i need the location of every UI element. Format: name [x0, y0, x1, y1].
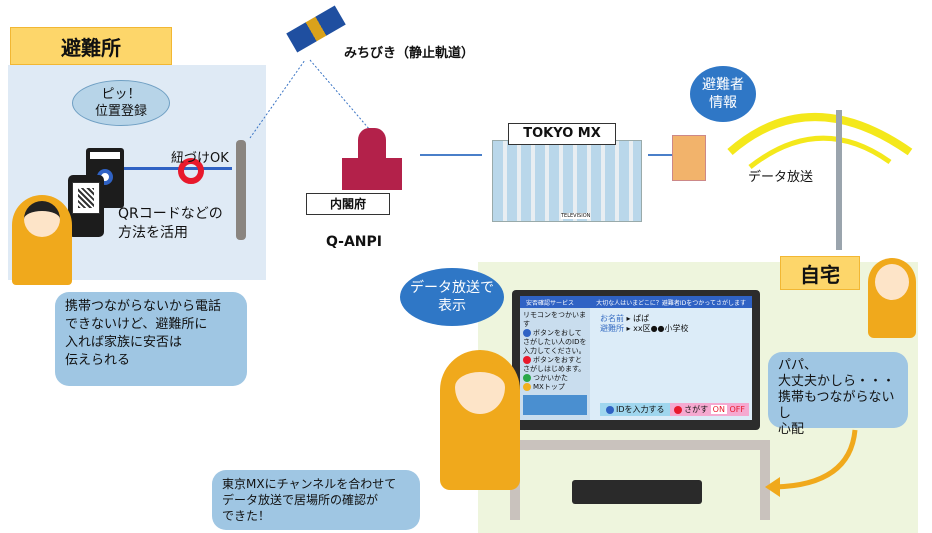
- cabinet-office-icon: [342, 128, 402, 190]
- shelter-value: xx区●●小学校: [633, 324, 689, 333]
- smartphone-qr-icon: [68, 175, 104, 237]
- documents-icon: [672, 135, 706, 181]
- name-value: ぱぱ: [633, 314, 650, 323]
- note-line: 入れば家族に安否は: [65, 335, 183, 350]
- tokyo-mx-building-icon: TELEVISION: [492, 140, 642, 222]
- satellite-label: みちびき（静止軌道）: [344, 46, 475, 61]
- off-toggle[interactable]: OFF: [729, 405, 746, 414]
- confirm-line: 東京MXにチャンネルを合わせて: [222, 477, 397, 491]
- arrow-to-tv: [765, 429, 858, 497]
- blue-button-icon: [523, 329, 531, 337]
- broadcast-wave-icon: [727, 113, 913, 169]
- shelter-label: 避難所: [600, 324, 624, 333]
- service-subtitle: 大切な人はいまどこに？避難者IDをつかってさがします: [596, 299, 746, 307]
- worried-woman-icon: [868, 258, 916, 338]
- search-button[interactable]: さがす ON OFF: [670, 403, 749, 416]
- station-label: TOKYO MX: [508, 123, 616, 145]
- worry-line: 大丈夫かしら・・・: [778, 374, 896, 389]
- broadcast-label: データ放送: [748, 170, 814, 185]
- info-line: 避難者: [702, 77, 744, 93]
- worry-bubble: パパ、大丈夫かしら・・・携帯もつながらないし心配: [768, 352, 908, 437]
- search-label: さがす: [684, 405, 709, 414]
- mx-top-link[interactable]: MXトップ: [533, 383, 565, 391]
- confirm-line: できた！: [222, 509, 271, 523]
- link-ok-label: 紐づけOK: [171, 151, 229, 166]
- tokyo-skytree-icon: [836, 110, 842, 250]
- name-label: お名前: [600, 314, 624, 323]
- info-line: 情報: [709, 95, 737, 111]
- remote-guide: リモコンをつかいます ボタンをおしてさがしたい人のIDを入力してください。 ボタ…: [520, 308, 590, 420]
- method-line: 方法を活用: [118, 225, 188, 241]
- map-thumbnail: [523, 395, 587, 415]
- satellite-links: [249, 59, 371, 139]
- antenna-pole-icon: [236, 140, 246, 240]
- ok-circle-icon: [178, 158, 204, 184]
- satellite-icon: [286, 5, 346, 53]
- service-title: 安否確認サービス: [526, 299, 575, 307]
- tv-screen: 安否確認サービス 大切な人はいまどこに？避難者IDをつかってさがします リモコンを…: [520, 296, 752, 420]
- television: 安否確認サービス 大切な人はいまどこに？避難者IDをつかってさがします リモコンを…: [512, 290, 760, 430]
- worry-line: パパ、: [778, 358, 818, 373]
- red-hint: ボタンをおすとさがしはじめます。: [523, 356, 586, 373]
- arrow-to-station: [420, 154, 482, 156]
- enter-id-button[interactable]: IDを入力する: [600, 403, 671, 416]
- bubble-line: 位置登録: [94, 104, 147, 119]
- display-bubble: データ放送で表示: [400, 268, 504, 326]
- on-toggle[interactable]: ON: [710, 405, 727, 414]
- building-sign: TELEVISION: [561, 213, 591, 219]
- id-button-label: IDを入力する: [616, 405, 665, 414]
- red-button-icon: [523, 356, 531, 364]
- yellow-button-icon: [523, 383, 531, 391]
- confirm-line: データ放送で居場所の確認が: [222, 493, 379, 507]
- note-line: できないけど、避難所に: [65, 317, 208, 332]
- man-with-phone-icon: [12, 195, 72, 285]
- qanpi-label: Q-ANPI: [326, 234, 382, 250]
- note-line: 携帯つながらないから電話: [65, 299, 222, 314]
- usage-link[interactable]: つかいかた: [533, 374, 568, 382]
- evacuee-info-bubble: 避難者情報: [690, 66, 756, 122]
- shelter-title: 避難所: [10, 27, 172, 65]
- woman-pointing-icon: [440, 350, 520, 490]
- arrow-to-docs: [648, 154, 678, 156]
- recorder-icon: [572, 480, 702, 504]
- worry-line: 心配: [778, 422, 805, 437]
- green-button-icon: [523, 374, 531, 382]
- remote-text: リモコンをつかいます: [523, 311, 586, 328]
- cabinet-label: 内閣府: [306, 193, 390, 215]
- display-line: 表示: [438, 298, 466, 314]
- position-register-bubble: ピッ！ 位置登録: [72, 80, 170, 126]
- note-line: 伝えられる: [65, 353, 131, 368]
- worry-line: 携帯もつながらないし: [778, 390, 895, 421]
- confirm-bubble: 東京MXにチャンネルを合わせてデータ放送で居場所の確認ができた！: [212, 470, 420, 530]
- blue-hint: ボタンをおしてさがしたい人のIDを入力してください。: [523, 329, 587, 355]
- method-line: QRコードなどの: [118, 206, 223, 222]
- display-line: データ放送で: [410, 280, 494, 296]
- home-title: 自宅: [780, 256, 860, 290]
- bubble-line: ピッ！: [101, 87, 141, 102]
- method-label: QRコードなどの方法を活用: [118, 205, 223, 243]
- shelter-note-bubble: 携帯つながらないから電話できないけど、避難所に入れば家族に安否は伝えられる: [55, 292, 247, 386]
